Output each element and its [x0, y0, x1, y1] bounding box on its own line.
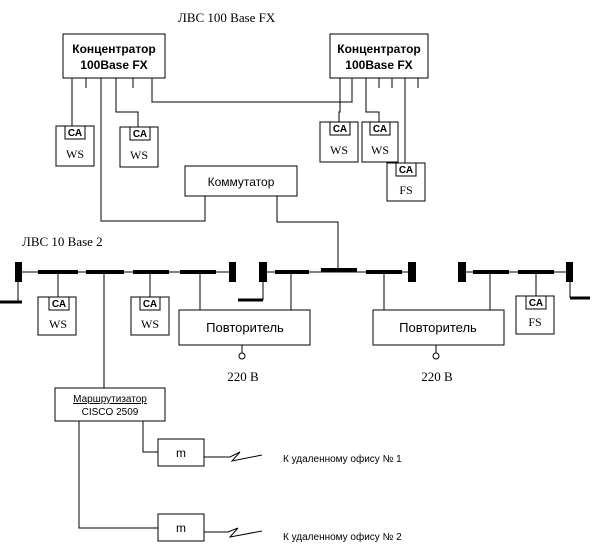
modem-1: m К удаленному офису № 1 [157, 438, 402, 467]
lightning-link-icon [204, 451, 263, 462]
power-connector-icon [432, 352, 440, 360]
repeater-left: Повторитель 220 В [178, 309, 311, 384]
lightning-link-icon [204, 527, 263, 538]
ws-label: WS [141, 317, 159, 331]
ca-label: СА [529, 298, 543, 309]
bus-segment-middle [238, 262, 416, 302]
switch: Коммутатор [184, 165, 298, 197]
repeater-right-label: Повторитель [399, 320, 477, 335]
fs-label: FS [528, 315, 541, 329]
title-10base2: ЛВС 10 Base 2 [22, 234, 103, 249]
fs-fx: СА FS [386, 162, 426, 202]
ca-label: СА [373, 124, 387, 135]
modem-2: m К удаленному офису № 2 [157, 513, 402, 543]
router: Маршрутизатор CISCO 2509 [54, 387, 166, 422]
ws-label: WS [66, 147, 84, 161]
voltage-left: 220 В [227, 369, 259, 384]
router-links [78, 421, 158, 529]
hub-right-line2: 100Base FX [345, 58, 412, 72]
remote-1: К удаленному офису № 1 [283, 453, 402, 465]
ws-fx-3: СА WS [319, 121, 359, 163]
bus-drops [57, 274, 537, 388]
ca-label: СА [133, 129, 147, 140]
bus-segment-left [0, 262, 236, 304]
switch-label: Коммутатор [208, 175, 275, 189]
hub-left: Концентратор 100Base FX [62, 33, 166, 88]
ws-10b2-1: СА WS [37, 296, 77, 336]
ca-label: СА [333, 124, 347, 135]
ws-label: WS [49, 317, 67, 331]
hub-left-line1: Концентратор [72, 42, 155, 56]
title-fx: ЛВС 100 Base FX [178, 10, 276, 25]
ca-label: СА [399, 165, 413, 176]
power-connector-icon [238, 352, 246, 360]
hub-left-line2: 100Base FX [80, 58, 147, 72]
ws-fx-4: СА WS [361, 121, 399, 163]
fx-links [71, 78, 406, 270]
repeater-left-label: Повторитель [206, 320, 284, 335]
router-line1: Маршрутизатор [73, 394, 147, 405]
modem-2-label: m [176, 521, 186, 535]
ws-fx-2: СА WS [119, 126, 159, 168]
hub-right-line1: Концентратор [337, 42, 420, 56]
ws-fx-1: СА WS [55, 125, 95, 167]
ws-label: WS [130, 148, 148, 162]
ca-label: СА [68, 128, 82, 139]
hub-right: Концентратор 100Base FX [329, 33, 429, 88]
modem-1-label: m [176, 446, 186, 460]
voltage-right: 220 В [421, 369, 453, 384]
router-line2: CISCO 2509 [82, 407, 139, 418]
repeater-right: Повторитель 220 В [372, 309, 505, 384]
fs-label: FS [399, 183, 412, 197]
ca-label: СА [52, 299, 66, 310]
ws-label: WS [330, 143, 348, 157]
fs-10b2: СА FS [515, 295, 555, 335]
bus-segment-right [458, 262, 590, 300]
remote-2: К удаленному офису № 2 [283, 531, 402, 543]
ws-label: WS [371, 143, 389, 157]
ca-label: СА [143, 299, 157, 310]
ws-10b2-2: СА WS [130, 296, 170, 336]
